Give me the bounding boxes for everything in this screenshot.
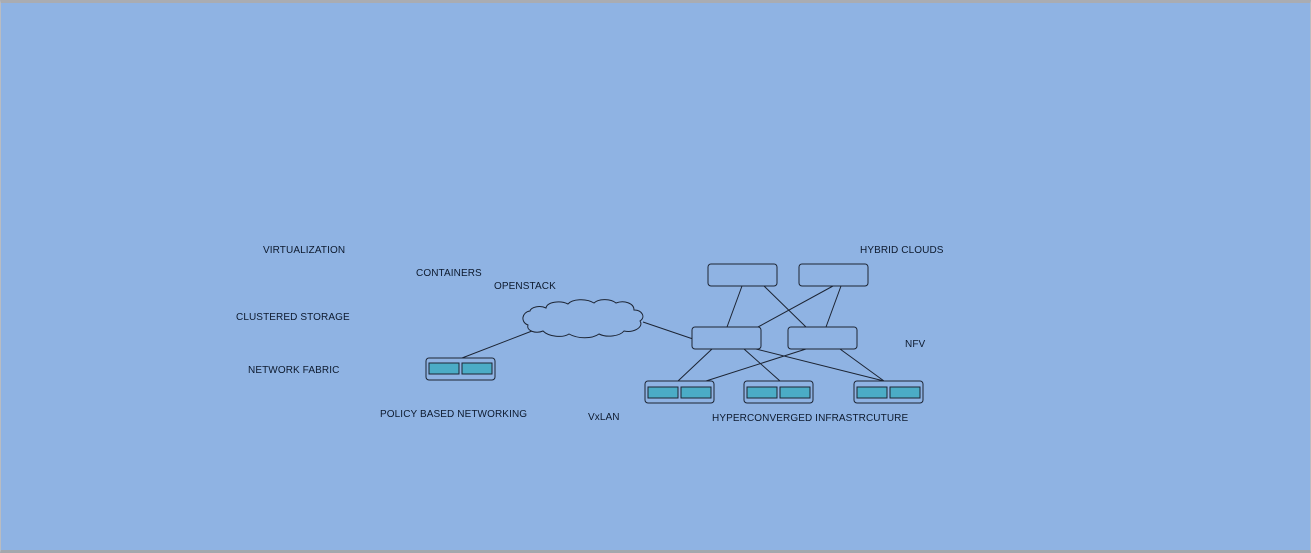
line-top2-spine2 [825,285,842,328]
label-containers: CONTAINERS [416,268,482,279]
line-top2-spine1 [757,285,834,328]
line-spine2-leaf1 [705,348,807,382]
connection-lines [461,285,885,382]
line-spine2-leaf3 [839,348,885,382]
super-spine-switch-2 [798,263,869,287]
host-port-1 [428,362,460,375]
host-port-2 [461,362,493,375]
line-spine1-leaf3 [755,348,885,382]
openstack-cloud-icon [522,299,644,339]
line-top1-spine1 [726,285,743,328]
spine-switch-1 [691,326,762,350]
label-network-fabric: NETWORK FABRIC [248,365,340,376]
hyperconverged-node-3 [853,380,924,404]
line-host-to-cloud [461,330,533,359]
line-cloud-to-spine [642,321,694,340]
node3-port-1 [856,386,888,399]
label-nfv: NFV [905,339,926,350]
line-spine1-leaf2 [743,348,781,382]
spine-switch-2 [787,326,858,350]
label-hyperconverged-infrastructure: HYPERCONVERGED INFRASTRCUTURE [712,413,909,424]
label-clustered-storage: CLUSTERED STORAGE [236,312,350,323]
network-fabric-host [425,357,496,381]
node3-port-2 [889,386,921,399]
super-spine-switch-1 [707,263,778,287]
hyperconverged-node-1 [644,380,715,404]
label-hybrid-clouds: HYBRID CLOUDS [860,245,944,256]
label-vxlan: VxLAN [588,412,620,423]
line-top1-spine2 [763,285,807,328]
node1-port-1 [647,386,679,399]
node2-port-2 [779,386,811,399]
node1-port-2 [680,386,712,399]
label-policy-based-networking: POLICY BASED NETWORKING [380,409,528,420]
label-virtualization: VIRTUALIZATION [263,245,346,256]
node2-port-1 [746,386,778,399]
line-spine1-leaf1 [677,348,713,382]
hyperconverged-node-2 [743,380,814,404]
label-openstack: OPENSTACK [494,281,556,292]
